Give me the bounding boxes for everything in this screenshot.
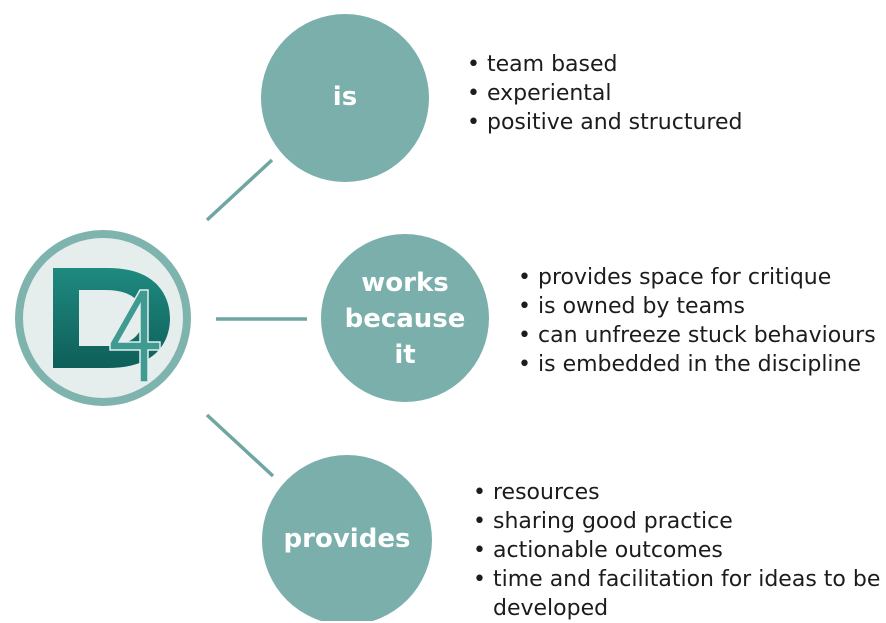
list-item: team based <box>465 50 795 79</box>
list-item: resources <box>471 478 885 507</box>
list-item: sharing good practice <box>471 507 885 536</box>
bullet-list-works: provides space for critique is owned by … <box>516 263 884 379</box>
list-item: actionable outcomes <box>471 536 885 565</box>
d4-logo <box>15 230 191 406</box>
logo-digit-4 <box>109 289 161 383</box>
list-item: is embedded in the discipline <box>516 350 884 379</box>
list-item: positive and structured <box>465 108 795 137</box>
connector-is <box>205 158 274 222</box>
node-label-works: works because it <box>344 268 466 370</box>
node-label-is: is <box>332 82 358 113</box>
list-item: time and facilitation for ideas to be de… <box>471 565 885 623</box>
list-item: provides space for critique <box>516 263 884 292</box>
list-item: is owned by teams <box>516 292 884 321</box>
list-item: experiental <box>465 79 795 108</box>
node-label-provides: provides <box>283 524 411 555</box>
node-circle-is <box>261 14 429 182</box>
bullet-list-provides: resources sharing good practice actionab… <box>471 478 885 623</box>
bullet-list-is: team based experiental positive and stru… <box>465 50 795 137</box>
node-circle-provides <box>262 455 432 621</box>
connector-provides <box>205 413 275 478</box>
list-item: can unfreeze stuck behaviours <box>516 321 884 350</box>
node-circle-works <box>321 234 489 402</box>
